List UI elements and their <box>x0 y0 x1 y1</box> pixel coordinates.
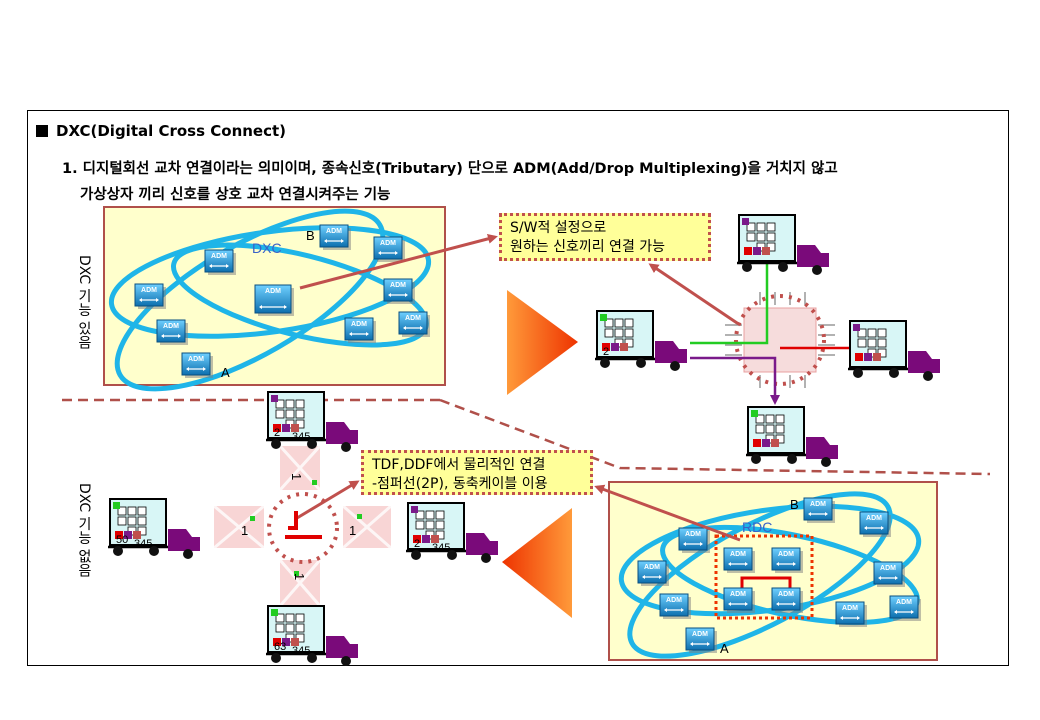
note-sw-line-1: S/W적 설정으로 <box>510 220 607 236</box>
arrow-chip-to-note <box>648 263 741 327</box>
node-a-label-top: A <box>221 365 230 380</box>
note-physical-connection: TDF,DDF에서 물리적인 연결 -점퍼선(2P), 동축케이블 이용 <box>361 450 593 495</box>
truck-icon <box>746 406 838 467</box>
truck-icon: 2 345 <box>406 502 498 563</box>
adm-node-icon: ADM <box>204 249 236 275</box>
section-title: DXC(Digital Cross Connect) <box>36 122 286 140</box>
trucks: 2 2 345 50 345 2 345 63 345 <box>108 214 940 666</box>
truck-icon: 2 <box>595 310 687 371</box>
adm-label: ADM <box>866 515 882 522</box>
arrow-cross-to-note <box>296 480 360 520</box>
note-sw-line-2: 원하는 신호끼리 연결 가능 <box>510 239 666 255</box>
node-b-label-top: B <box>306 228 315 243</box>
port-label-left: 1 <box>241 523 248 538</box>
note-tdf-line-1: TDF,DDF에서 물리적인 연결 <box>372 457 546 473</box>
arrow-dxc-to-note <box>299 233 498 290</box>
adm-node-icon: ADM <box>344 317 376 343</box>
cross-connect-chip <box>690 262 850 405</box>
side-label-with-dxc: DXC 기능 있음 <box>76 255 92 350</box>
rdc-label: RDC <box>742 519 772 535</box>
truck-icon <box>737 214 829 275</box>
adm-node-icon: ADM <box>859 511 891 537</box>
adm-label: ADM <box>163 323 179 330</box>
port-label-bottom: 1 <box>292 573 307 580</box>
truck-icon: 50 345 <box>108 498 200 559</box>
adm-label: ADM <box>405 315 421 322</box>
adm-node-icon: ADM <box>889 595 921 621</box>
truck-text: 2 <box>603 346 609 358</box>
adm-label: ADM <box>380 240 396 247</box>
truck-text: 345 <box>134 538 152 550</box>
adm-node-icon: ADM <box>181 352 213 378</box>
adm-label: ADM <box>778 591 794 598</box>
adm-label: ADM <box>211 253 227 260</box>
adm-node-icon: ADM <box>678 527 710 553</box>
adm-label: ADM <box>188 356 204 363</box>
adm-node-icon: ADM <box>134 283 166 309</box>
adm-label: ADM <box>390 282 406 289</box>
truck-icon: 2 345 <box>266 391 358 452</box>
arrow-rdc-to-note <box>594 484 741 542</box>
adm-label: ADM <box>692 631 708 638</box>
transition-triangle-top <box>507 290 578 395</box>
truck-text: 2 <box>414 538 420 550</box>
adm-label: ADM <box>351 321 367 328</box>
adm-node-icon: ADM <box>723 547 755 573</box>
adm-label: ADM <box>141 287 157 294</box>
port-label-top: 1 <box>289 473 304 480</box>
adm-label: ADM <box>880 565 896 572</box>
adm-node-icon: ADM <box>771 587 803 613</box>
adm-label: ADM <box>644 564 660 571</box>
port-label-right: 1 <box>349 523 356 538</box>
adm-node-icon: ADM <box>659 593 691 619</box>
note-tdf-line-2: -점퍼선(2P), 동축케이블 이용 <box>372 476 548 492</box>
adm-label: ADM <box>896 599 912 606</box>
node-b-label-bottom: B <box>790 497 799 512</box>
truck-text: 345 <box>432 542 450 554</box>
adm-label: ADM <box>265 288 281 295</box>
physical-cross-connect: 1 1 1 1 <box>213 444 392 607</box>
adm-label: ADM <box>730 591 746 598</box>
adm-node-icon: ADM <box>254 284 294 316</box>
divider-right <box>439 398 991 476</box>
truck-icon <box>848 320 940 381</box>
adm-node-icon: ADM <box>373 236 405 262</box>
description-line-2: 가상상자 끼리 신호를 상호 교차 연결시켜주는 기능 <box>80 187 391 203</box>
adm-label: ADM <box>810 501 826 508</box>
node-a-label-bottom: A <box>720 641 729 656</box>
adm-node-icon: ADM <box>835 601 867 627</box>
adm-node-icon: ADM <box>156 319 188 345</box>
truck-text: 345 <box>292 431 310 443</box>
adm-nodes: ADM ADM ADM ADM ADM ADM ADM ADM ADM ADM ADM ADM ADM A… <box>134 224 921 653</box>
adm-label: ADM <box>666 597 682 604</box>
description-line-1: 1. 디지털회선 교차 연결이라는 의미이며, 종속신호(Tributary) … <box>62 161 838 177</box>
truck-text: 2 <box>274 427 280 439</box>
section-title-text: DXC(Digital Cross Connect) <box>56 122 287 140</box>
adm-label: ADM <box>778 551 794 558</box>
adm-label: ADM <box>685 531 701 538</box>
truck-text: 345 <box>292 645 310 657</box>
dxc-label: DXC <box>252 240 282 256</box>
adm-label: ADM <box>730 551 746 558</box>
bullet-square-icon <box>36 125 48 137</box>
note-software-setting: S/W적 설정으로 원하는 신호끼리 연결 가능 <box>499 213 711 261</box>
adm-node-icon: ADM <box>685 627 717 653</box>
adm-node-icon: ADM <box>803 497 835 523</box>
adm-label: ADM <box>842 605 858 612</box>
truck-text: 63 <box>274 641 286 653</box>
adm-node-icon: ADM <box>873 561 905 587</box>
adm-node-icon: ADM <box>398 311 430 337</box>
adm-node-icon: ADM <box>383 278 415 304</box>
adm-node-icon: ADM <box>723 587 755 613</box>
adm-node-icon: ADM <box>319 224 351 250</box>
transition-triangle-bottom <box>502 508 572 618</box>
adm-node-icon: ADM <box>637 560 669 586</box>
truck-text: 50 <box>116 534 128 546</box>
adm-node-icon: ADM <box>771 547 803 573</box>
truck-icon: 63 345 <box>266 605 358 666</box>
adm-label: ADM <box>326 228 342 235</box>
side-label-without-dxc: DXC 기능 없음 <box>76 483 92 578</box>
